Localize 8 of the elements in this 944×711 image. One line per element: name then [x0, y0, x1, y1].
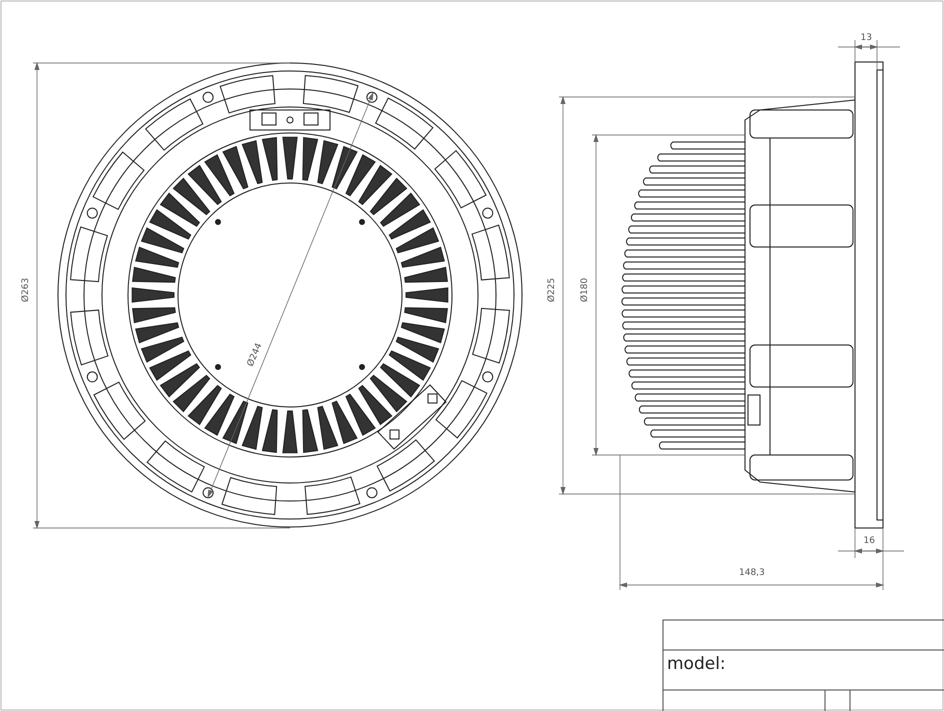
dimension-label: 16: [864, 536, 875, 546]
dimension-label: Ø225: [547, 278, 558, 302]
dimension-label: Ø244: [246, 342, 264, 368]
dimension-label: 148,3: [739, 568, 765, 578]
dimension-label: 13: [860, 33, 872, 43]
field-label: model:: [667, 654, 726, 674]
dimension-label: Ø180: [580, 278, 590, 302]
dimension-label: Ø263: [21, 278, 32, 302]
